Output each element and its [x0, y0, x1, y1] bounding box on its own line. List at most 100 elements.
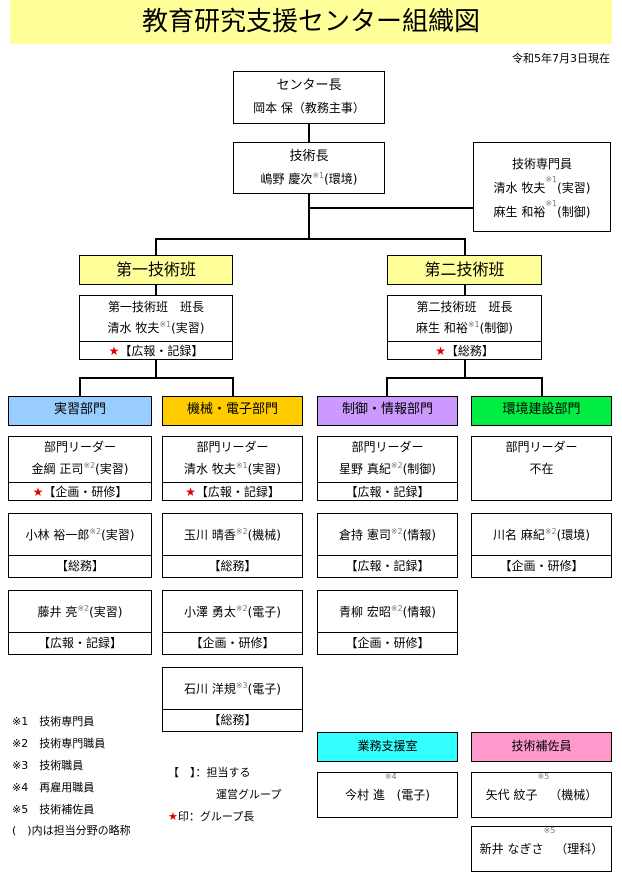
team2-star-icon: ★ — [435, 344, 446, 358]
line-d4 — [541, 377, 543, 397]
dept-kankyo-member-1-sup: ※2 — [544, 527, 557, 536]
dept-kikai-member-1-field: (機械) — [247, 528, 281, 542]
dept-jisshu-leader: 部門リーダー 金綱 正司※2(実習) ★【企画・研修】 — [8, 436, 152, 501]
dept-kikai-leader-field: (実習) — [247, 462, 281, 476]
dept-seigyo-member-2-sup: ※2 — [390, 604, 403, 613]
tech-head-name: 嶋野 慶次 — [260, 172, 313, 186]
tech-assistants-member-2: 新井 なぎさ※5（理科） — [471, 826, 612, 872]
tech-assistants-member-1-name: 矢代 紋子 — [485, 788, 538, 802]
specialist-2: 麻生 和裕※1(制御) — [474, 200, 610, 224]
dept-kikai-member-3-field: (電子) — [247, 682, 281, 696]
dept-kikai-member-2-group: 【企画・研修】 — [163, 632, 302, 651]
tech-head-field: (環境) — [324, 172, 358, 186]
team2-leader-sup: ※1 — [467, 320, 480, 329]
team2-group: ★【総務】 — [388, 341, 541, 359]
team1-group: ★【広報・記録】 — [80, 341, 232, 359]
tech-assistants-member-1-field: （機械） — [549, 788, 598, 802]
specialists-box: 技術専門員 清水 牧夫※1(実習) 麻生 和裕※1(制御) — [473, 142, 611, 232]
dept-kikai-member-2-sup: ※2 — [235, 604, 248, 613]
dept-kikai-member-2-field: (電子) — [247, 605, 281, 619]
line-team1 — [155, 238, 157, 256]
dept-kikai-leader-name: 清水 牧夫 — [184, 462, 236, 476]
dept-kikai-member-2: 小澤 勇太※2(電子) 【企画・研修】 — [162, 590, 303, 655]
tech-assistants-member-2-field: （理科） — [555, 842, 604, 856]
team1-leader-title: 第一技術班 班長 — [107, 300, 204, 314]
dept-jisshu-member-2: 藤井 亮※2(実習) 【広報・記録】 — [8, 590, 152, 655]
team1-leader-field: (実習) — [171, 321, 205, 335]
dept-kikai-leader-line: 清水 牧夫※1(実習) — [163, 462, 302, 477]
legend-item-2: ※2 技術専門職員 — [12, 733, 152, 755]
line-d1 — [79, 377, 81, 397]
team2-group-text: 【総務】 — [445, 344, 494, 358]
dept-seigyo-label: 制御・情報部門 — [317, 396, 458, 426]
date-label: 令和5年7月3日現在 — [512, 52, 610, 65]
dept-jisshu-leader-group: ★【企画・研修】 — [9, 482, 151, 500]
dept-kankyo-leader-name: 不在 — [529, 462, 554, 476]
dept-seigyo-member-2-group: 【企画・研修】 — [318, 632, 457, 651]
dept-seigyo-leader: 部門リーダー 星野 真紀※2(制御) 【広報・記録】 — [317, 436, 458, 501]
tech-assistants-member-1-sup: ※5 — [537, 772, 550, 781]
line-team2 — [464, 238, 466, 256]
key-bracket-2: 運営グループ — [216, 788, 282, 801]
team2-leader-title: 第二技術班 班長 — [416, 300, 513, 314]
line-team1-leader — [155, 284, 157, 296]
key-star-text: 印：グループ長 — [177, 810, 255, 823]
dept-seigyo-member-2-line: 青柳 宏昭※2(情報) — [318, 605, 457, 620]
dept-jisshu-member-1-name: 小林 裕一郎 — [25, 528, 90, 542]
legend-text-2: 技術専門職員 — [39, 737, 106, 750]
dept-seigyo-leader-sup: ※2 — [390, 461, 403, 470]
legend-text-1: 技術専門員 — [39, 715, 95, 728]
legend-mark-2: ※2 — [12, 737, 29, 750]
dept-kankyo-leader: 部門リーダー 不在 — [471, 436, 612, 501]
dept-seigyo-leader-group: 【広報・記録】 — [318, 482, 457, 500]
legend-mark-4: ※4 — [12, 781, 29, 794]
dept-seigyo-leader-name: 星野 真紀 — [339, 462, 391, 476]
dept-jisshu-member-1-line: 小林 裕一郎※2(実習) — [9, 528, 151, 543]
dept-jisshu-leader-field: (実習) — [95, 462, 129, 476]
dept-jisshu-leader-name: 金綱 正司 — [31, 462, 84, 476]
support-office-member-1-name: 今村 進 — [345, 788, 385, 802]
dept-kikai-label: 機械・電子部門 — [162, 396, 303, 426]
dept-jisshu-leader-sup: ※2 — [83, 461, 96, 470]
dept-kikai-member-1-name: 玉川 晴香 — [184, 528, 236, 542]
tech-head-role: 技術長 — [289, 149, 329, 164]
specialist-1-field: (実習) — [557, 181, 591, 195]
dept-kankyo-member-1-group: 【企画・研修】 — [472, 555, 611, 574]
dept-kankyo-member-1-line: 川名 麻紀※2(環境) — [472, 528, 611, 543]
legend-item-1: ※1 技術専門員 — [12, 711, 152, 733]
tech-assistants-label: 技術補佐員 — [471, 732, 612, 762]
dept-seigyo-member-2-field: (情報) — [402, 605, 436, 619]
dept-kankyo-label: 環境建設部門 — [471, 396, 612, 426]
team1-leader: 清水 牧夫※1(実習) — [80, 321, 232, 336]
dept-kikai-leader-group: ★【広報・記録】 — [163, 482, 302, 500]
dept-seigyo-member-1-field: (情報) — [402, 528, 436, 542]
key: 【 】：担当する 運営グループ ★印：グループ長 — [168, 762, 308, 828]
team1-leader-name: 清水 牧夫 — [107, 321, 160, 335]
dept-kikai-member-3-group: 【総務】 — [163, 709, 302, 728]
team2-leader: 麻生 和裕※1(制御) — [388, 321, 541, 336]
specialist-2-field: (制御) — [557, 205, 591, 219]
legend-text-4: 再雇用職員 — [39, 781, 95, 794]
dept-kankyo-member-1-field: (環境) — [556, 528, 590, 542]
dept-seigyo-member-2-name: 青柳 宏昭 — [339, 605, 391, 619]
support-office-member-1: 今村 進 ※4 (電子) — [317, 772, 458, 818]
dept-kikai-leader: 部門リーダー 清水 牧夫※1(実習) ★【広報・記録】 — [162, 436, 303, 501]
support-office-member-1-field: (電子) — [396, 788, 430, 802]
dept-seigyo-member-1-group: 【広報・記録】 — [318, 555, 457, 574]
dept-kikai-leader-title: 部門リーダー — [196, 440, 269, 454]
dept-seigyo-member-1-sup: ※2 — [390, 527, 403, 536]
line-team-bar — [155, 238, 465, 240]
dept-kikai-member-3-line: 石川 洋規※3(電子) — [163, 682, 302, 697]
legend-note: ( )内は担当分野の略称 — [12, 824, 131, 837]
team1-group-text: 【広報・記録】 — [119, 344, 204, 358]
support-office-member-1-sup: ※4 — [384, 772, 397, 781]
dept-seigyo-leader-field: (制御) — [402, 462, 436, 476]
team1-leader-box: 第一技術班 班長 清水 牧夫※1(実習) ★【広報・記録】 — [79, 295, 233, 360]
specialist-1-name: 清水 牧夫 — [493, 181, 546, 195]
dept-kikai-member-3: 石川 洋規※3(電子) 【総務】 — [162, 667, 303, 732]
team1-label: 第一技術班 — [79, 255, 233, 285]
legend-item-5: ※5 技術補佐員 — [12, 799, 152, 821]
support-office-label: 業務支援室 — [317, 732, 458, 762]
dept-kikai-member-1: 玉川 晴香※2(機械) 【総務】 — [162, 513, 303, 578]
tech-head-sup: ※1 — [312, 171, 325, 180]
